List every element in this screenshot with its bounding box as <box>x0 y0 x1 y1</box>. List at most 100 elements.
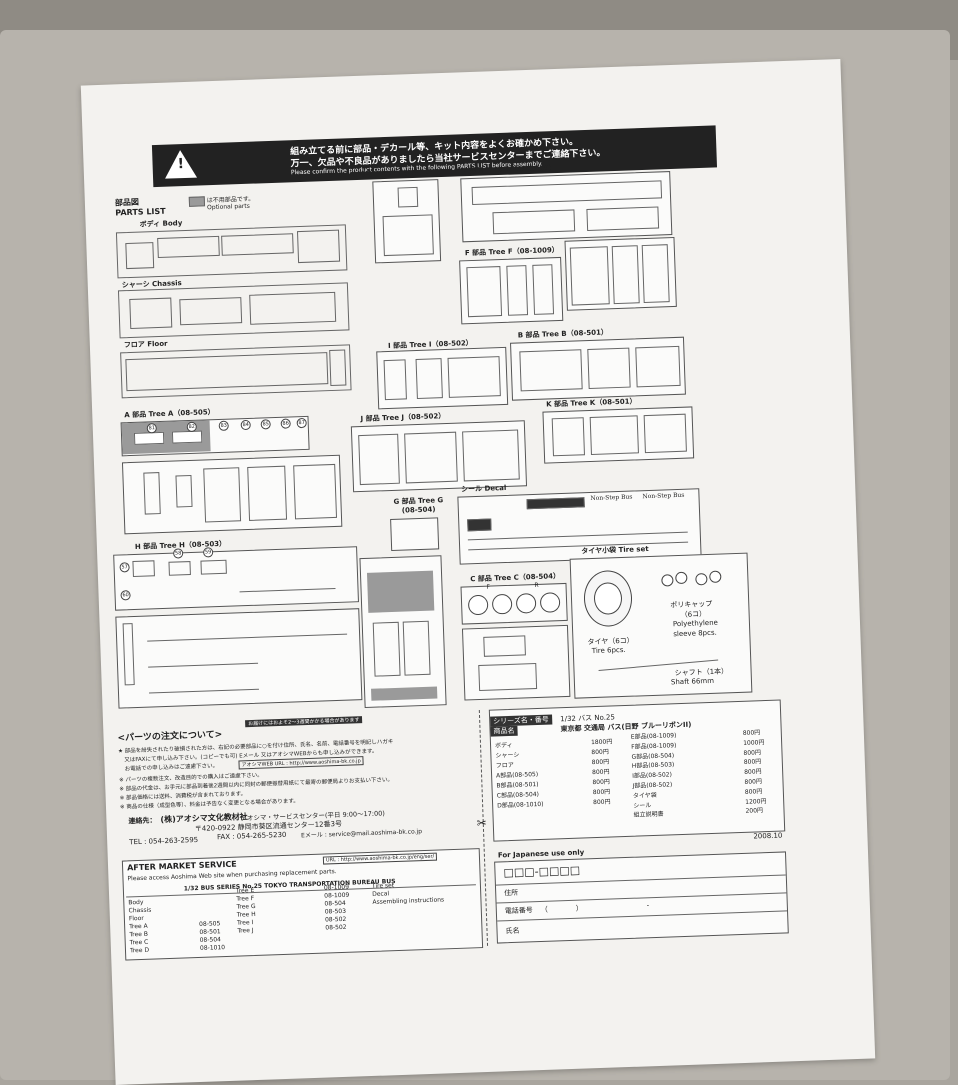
price-table: シリーズ名・番号 1/32 バス No.25 商品名 東京都 交通局 バス(日野… <box>488 699 786 842</box>
price-left-value: 800円 <box>591 768 610 777</box>
name-label: 氏名 <box>505 926 520 936</box>
am-col3-item: Assembling instructions <box>372 896 445 906</box>
tree-c-parts <box>461 624 571 701</box>
price-right-value: 800円 <box>743 758 762 767</box>
price-left-item: B部品(08-501) <box>496 781 539 790</box>
am-col1-item: Tree D <box>129 946 150 955</box>
phone-dash: - <box>646 901 650 910</box>
tree-k <box>542 406 695 464</box>
after-market-url: URL : http://www.aoshima-bk.co.jp/eng/se… <box>322 852 438 865</box>
price-right-item: E部品(08-1009) <box>630 732 677 741</box>
price-left-value: 800円 <box>592 778 610 787</box>
address-label: 住所 <box>504 888 519 898</box>
after-market-title: AFTER MARKET SERVICE <box>126 859 237 873</box>
price-left-item: シャーシ <box>495 751 520 760</box>
price-left-item: A部品(08-505) <box>496 771 539 780</box>
instruction-sheet: ! 組み立てる前に部品・デカール等、キット内容をよくお確かめ下さい。 万一、欠品… <box>80 59 876 1085</box>
tree-j <box>350 420 528 493</box>
price-right-value: 800円 <box>743 748 762 757</box>
am-col1-item: Tree C <box>129 938 149 947</box>
price-right-item: J部品(08-502) <box>632 781 673 790</box>
tire-en: Tire 6pcs. <box>591 645 626 656</box>
price-right-item: F部品(08-1009) <box>631 741 677 751</box>
wheel-front-mark: F <box>486 583 491 591</box>
paper: ! 組み立てる前に部品・デカール等、キット内容をよくお確かめ下さい。 万一、欠品… <box>91 69 865 1074</box>
am-col2-value: 08-1009 <box>324 891 350 900</box>
price-right-value: 200円 <box>745 807 764 816</box>
tree-e <box>460 171 673 243</box>
am-col2-item: Tree J <box>237 927 254 935</box>
tree-k-label: K 部品 Tree K（08-501） <box>546 397 637 409</box>
price-left-value: 800円 <box>592 798 611 807</box>
floor-label: フロア Floor <box>123 339 168 350</box>
phone-label: 電話番号 <box>504 906 533 916</box>
price-left-value: 800円 <box>591 748 609 757</box>
am-col1-value: 08-501 <box>199 928 221 936</box>
zip-field[interactable]: □□□-□□□□ <box>503 863 581 880</box>
fax: FAX : 054-265-5230 <box>216 830 287 842</box>
tree-e-label: E 部品 Tree E（08-1009） <box>461 164 557 176</box>
price-right-value: 800円 <box>742 729 761 737</box>
tree-g-code: (08-504) <box>401 505 436 515</box>
am-col2-value: 08-502 <box>325 923 347 932</box>
am-col1-item: Floor <box>128 914 144 923</box>
am-col2-value: 08-504 <box>324 899 346 908</box>
order-title: <パーツの注文について> <box>117 730 223 744</box>
am-col1-value: 08-504 <box>199 936 222 944</box>
am-col2-value: 08-502 <box>324 915 347 924</box>
am-col3-item: Tire set <box>371 882 395 890</box>
parts-list-title-en: PARTS LIST <box>115 206 166 218</box>
price-right-value: 800円 <box>744 778 763 786</box>
decal-sheet: Non-Step Bus Non-Step Bus <box>457 488 702 565</box>
tree-d <box>372 179 442 264</box>
tree-f-label: F 部品 Tree F（08-1009） <box>464 245 559 258</box>
tree-j-label: J 部品 Tree J（08-502） <box>360 412 446 424</box>
decal-text-2: Non-Step Bus <box>642 491 685 501</box>
tree-f-right <box>564 236 677 311</box>
tree-c-label: C 部品 Tree C（08-504） <box>470 572 561 584</box>
price-right-value: 800円 <box>744 768 762 777</box>
price-right-item: シール <box>633 801 652 810</box>
phone-paren[interactable]: （ ） <box>540 904 583 915</box>
tree-d-label: D 部品 Tree D（08-1010） <box>349 167 447 180</box>
am-col1-value: 08-1010 <box>199 944 226 952</box>
price-right-value: 1200円 <box>745 797 767 806</box>
price-right-item: タイヤ袋 <box>632 791 657 800</box>
tree-g <box>359 555 447 709</box>
polycap-icon <box>661 574 674 587</box>
shaft-en: Shaft 66mm <box>670 676 715 687</box>
tree-b <box>510 336 686 401</box>
order-section: <パーツの注文について> お届けにはおよそ2〜3週間かかる場合があります ★ 部… <box>117 710 477 852</box>
tree-f-left <box>459 256 564 325</box>
tree-a-label: A 部品 Tree A（08-505） <box>124 408 215 420</box>
optional-swatch <box>188 196 206 207</box>
am-col2-value: 08-1009 <box>323 883 350 892</box>
floor-drawing <box>120 344 352 399</box>
tire-set-box: タイヤ（6コ） Tire 6pcs. ポリキャップ （6コ） Polyethyl… <box>569 552 753 699</box>
body-drawing <box>115 224 348 279</box>
price-right-value: 1000円 <box>743 738 765 747</box>
am-col3-item: Decal <box>372 890 390 898</box>
price-left-value: 800円 <box>592 788 611 797</box>
am-col1-item: Body <box>128 898 144 907</box>
am-col2-item: Tree H <box>236 910 256 919</box>
chassis-drawing <box>117 282 350 339</box>
am-col1-item: Tree B <box>129 930 149 939</box>
body-label: ボディ Body <box>139 219 183 229</box>
jp-form-box: □□□-□□□□ 住所 電話番号 （ ） - 氏名 <box>494 851 789 944</box>
am-col1-value: 08-505 <box>199 920 221 928</box>
price-right-item: H部品(08-503) <box>631 761 675 771</box>
cap-en-1: Polyethylene <box>672 618 719 629</box>
am-col2-value: 08-503 <box>324 907 347 916</box>
after-market-box: AFTER MARKET SERVICE URL : http://www.ao… <box>121 848 484 961</box>
price-left-item: C部品(08-504) <box>496 791 540 800</box>
jp-form-title: For Japanese use only <box>497 848 585 860</box>
tree-c-wheels <box>460 582 568 625</box>
price-left-item: フロア <box>495 761 514 770</box>
order-badge: お届けにはおよそ2〜3週間かかる場合があります <box>245 716 363 728</box>
print-date: 2008.10 <box>753 831 783 841</box>
am-col2-item: Tree I <box>236 919 254 927</box>
scissors-icon: ✂ <box>476 815 488 831</box>
